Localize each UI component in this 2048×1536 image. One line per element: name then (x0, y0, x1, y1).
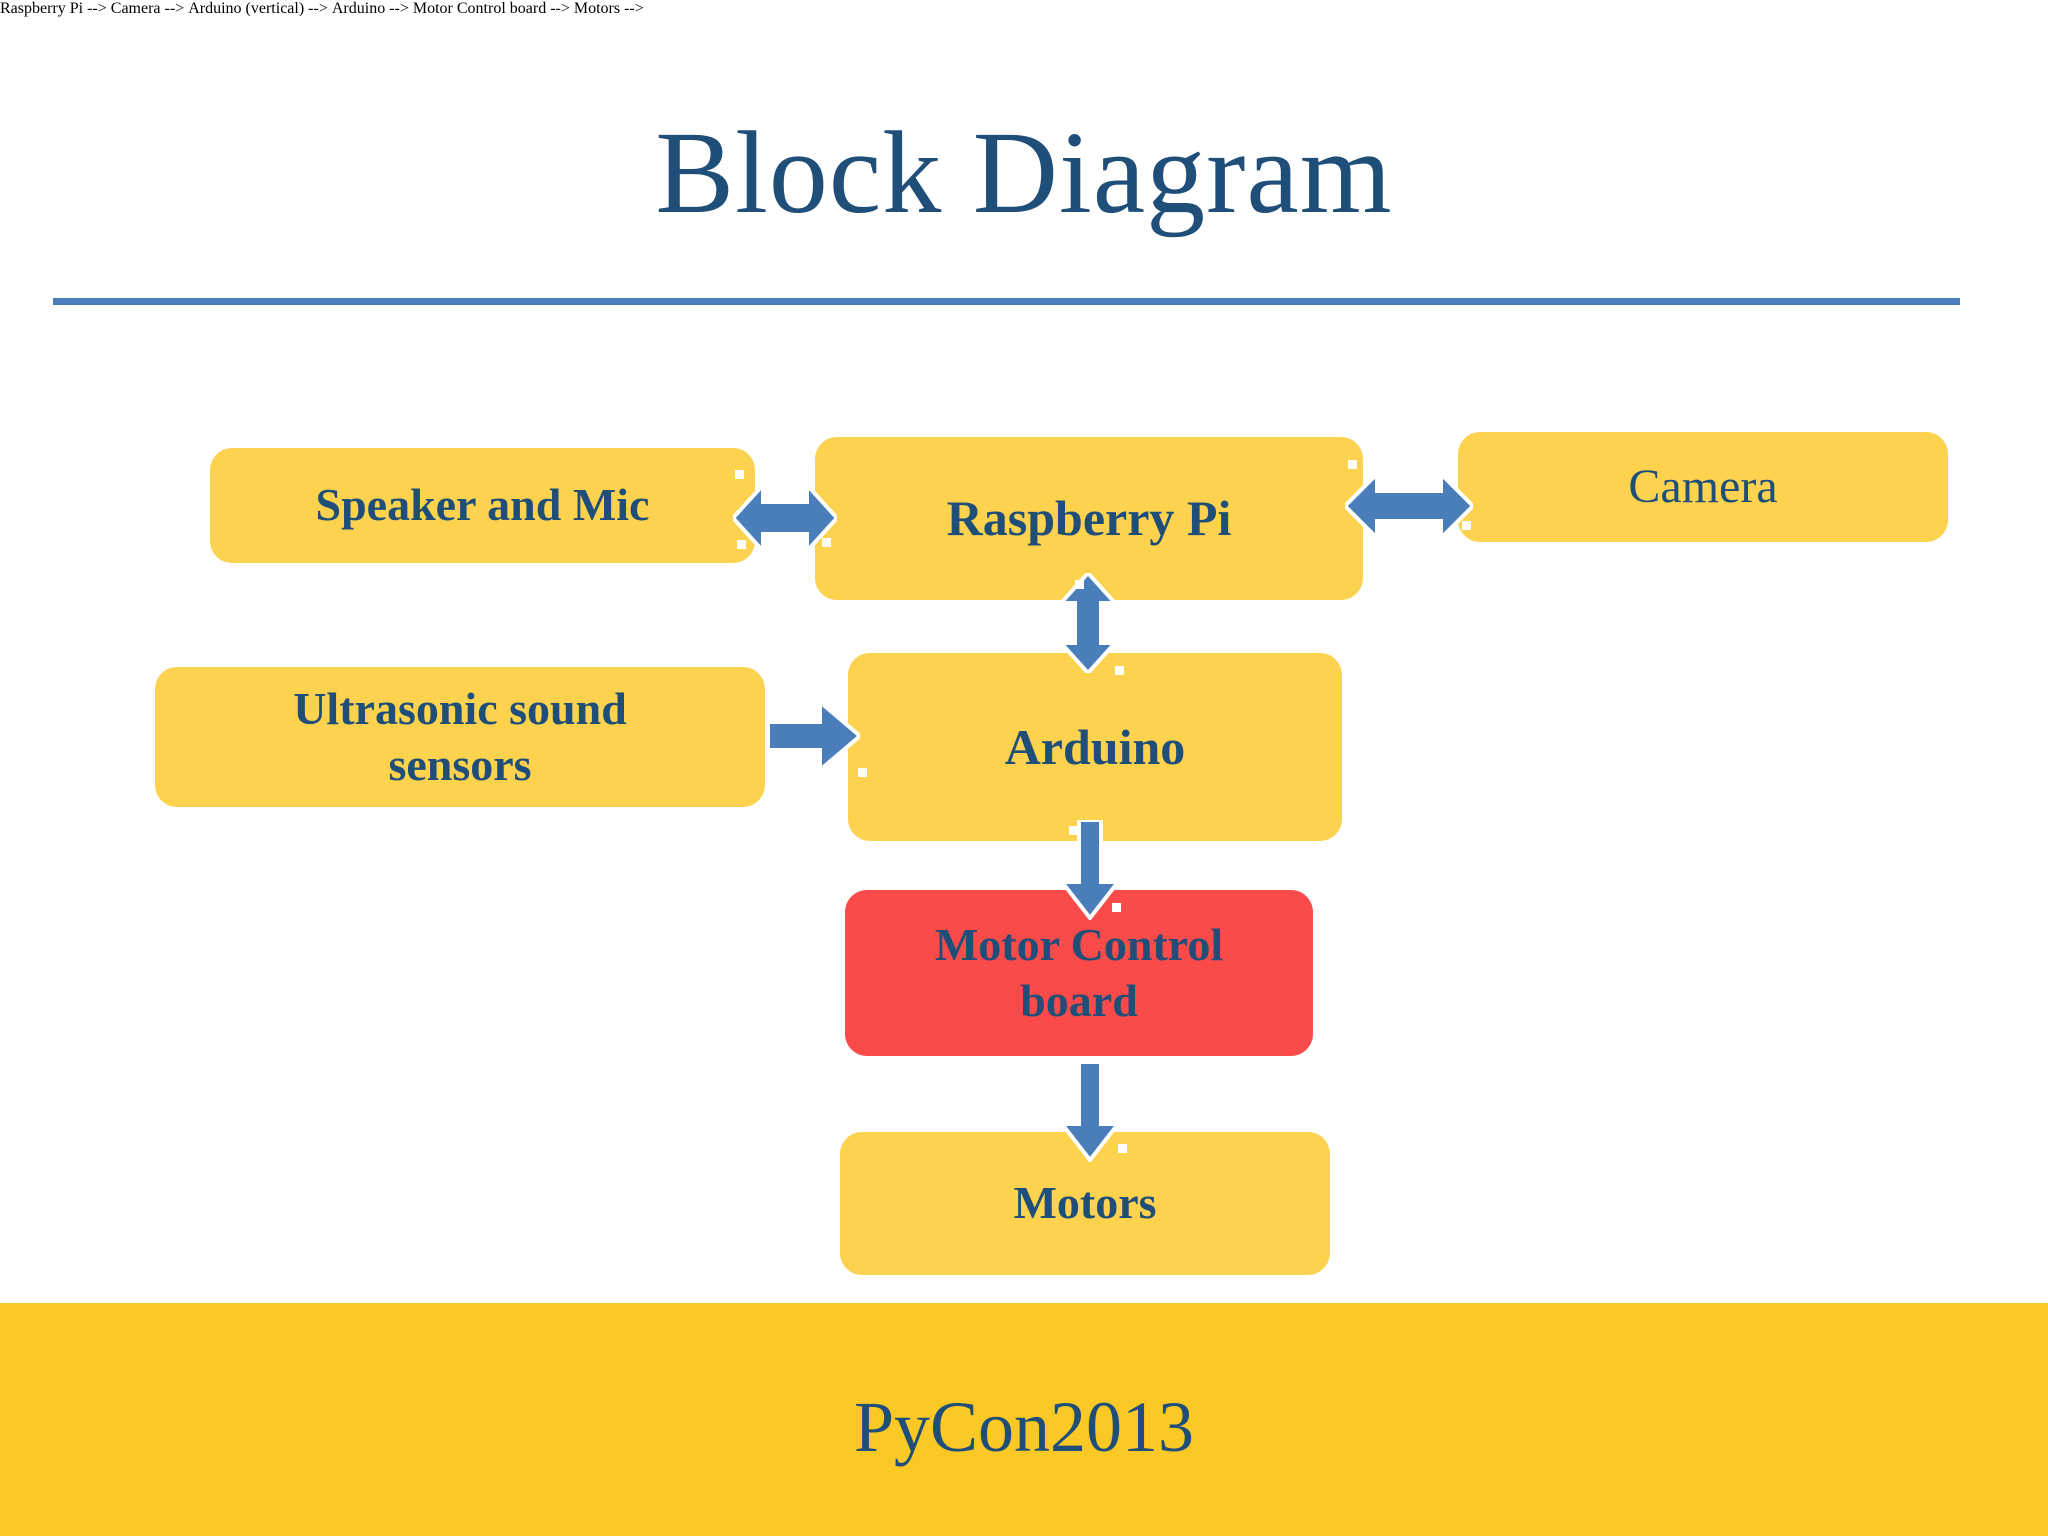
selection-handle (1118, 1144, 1127, 1153)
block-motors[interactable]: Motors (840, 1132, 1330, 1275)
block-label: Motor Control board (934, 918, 1224, 1026)
selection-handle (1348, 460, 1357, 469)
selection-handle (1115, 666, 1124, 675)
block-arduino[interactable]: Arduino (848, 653, 1342, 841)
block-label: Ultrasonic sound sensors (293, 682, 627, 790)
block-ultrasonic-sound-sensors[interactable]: Ultrasonic sound sensors (155, 667, 765, 807)
block-motor-control-board[interactable]: Motor Control board (845, 890, 1313, 1056)
title-divider (53, 298, 1960, 305)
page-title: Block Diagram (655, 107, 1393, 238)
selection-handle (1075, 580, 1084, 589)
block-camera[interactable]: Camera (1458, 432, 1948, 542)
selection-handle (735, 470, 744, 479)
block-label: Arduino (1004, 718, 1186, 775)
block-speaker-and-mic[interactable]: Speaker and Mic (210, 448, 755, 563)
selection-handle (1112, 903, 1121, 912)
block-label: Motors (1013, 1177, 1157, 1229)
arrow-raspberry-pi-to-arduino-icon[interactable] (1057, 573, 1119, 673)
selection-handle (737, 540, 746, 549)
block-label: Speaker and Mic (315, 479, 650, 531)
selection-handle (1069, 826, 1078, 835)
arrow-arduino-to-motor-control-icon[interactable] (1060, 820, 1120, 920)
arrow-ultrasonic-to-arduino-icon[interactable] (768, 700, 860, 772)
arrow-speaker-to-raspberry-pi-icon[interactable] (733, 475, 837, 561)
block-label: Camera (1628, 459, 1778, 513)
selection-handle (858, 768, 867, 777)
footer-label: PyCon2013 (853, 1387, 1195, 1467)
arrow-raspberry-pi-to-camera-icon[interactable] (1345, 466, 1473, 546)
block-label: Raspberry Pi (946, 490, 1232, 546)
footer-bar (0, 1303, 2048, 1536)
selection-handle (822, 538, 831, 547)
arrow-motor-control-to-motors-icon[interactable] (1060, 1062, 1120, 1162)
selection-handle (1462, 521, 1471, 530)
